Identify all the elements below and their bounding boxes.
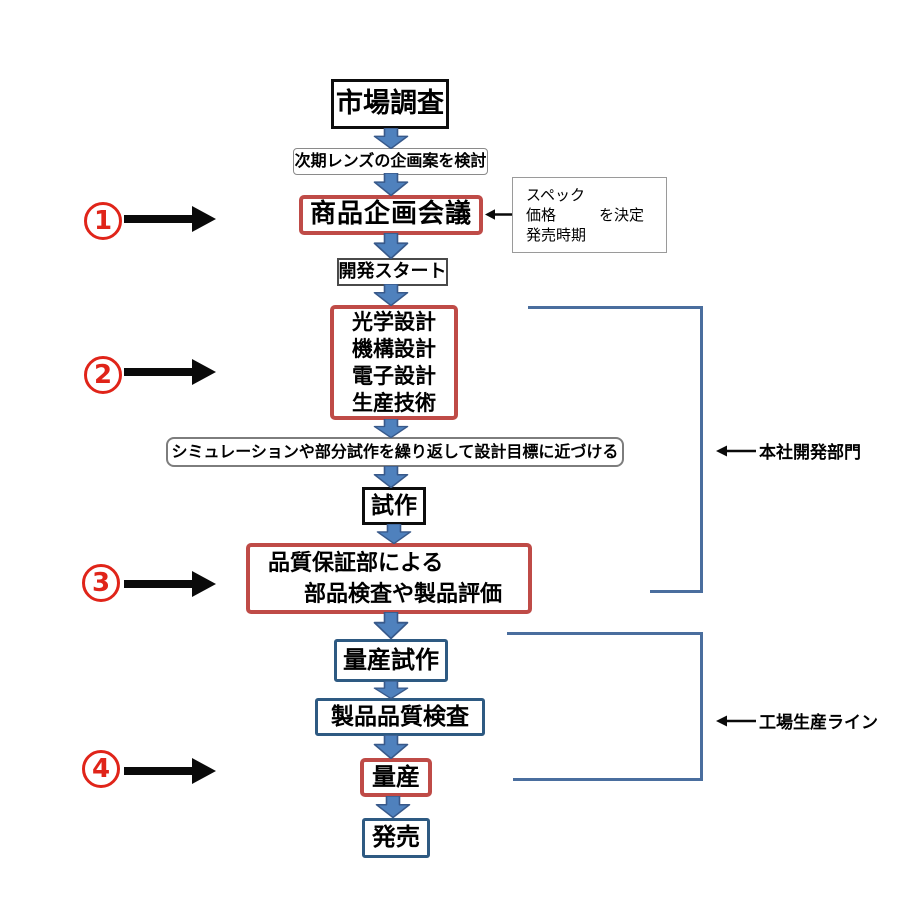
spec-note-action: を決定 — [598, 206, 644, 224]
spec-note-pointer-arrow-icon — [485, 209, 512, 220]
flow-arrow-icon — [373, 735, 409, 759]
flow-arrow-icon — [376, 524, 412, 544]
flow-arrow-icon — [373, 128, 409, 149]
marker-number-4: 4 — [91, 754, 111, 784]
node-dev-start: 開発スタート — [337, 258, 448, 286]
node-plan-note: 次期レンズの企画案を検討 — [293, 148, 488, 175]
marker-number-2: 2 — [93, 360, 113, 390]
flow-arrow-icon — [373, 173, 409, 196]
side-label-factory: 工場生産ライン — [716, 708, 878, 733]
bracket-factory-line — [507, 632, 703, 781]
node-quality-check: 製品品質検査 — [315, 698, 485, 736]
marker-number-3: 3 — [91, 568, 111, 598]
spec-note-line3: 発売時期 — [526, 226, 587, 244]
design-line-electronic: 電子設計 — [352, 363, 436, 388]
node-prototype-label: 試作 — [371, 492, 417, 519]
flow-arrow-icon — [373, 466, 409, 488]
node-qa-text: 品質保証部による 部品検査や製品評価 — [250, 548, 528, 610]
node-planning-meeting: 商品企画会議 — [299, 195, 483, 235]
node-prototype: 試作 — [362, 487, 426, 525]
node-qa: 品質保証部による 部品検査や製品評価 — [246, 543, 532, 614]
spec-note-item: 価格 — [526, 206, 557, 224]
marker-arrow-icon-1 — [124, 206, 216, 232]
design-line-mechanical: 機構設計 — [352, 336, 436, 361]
node-design: 光学設計 機構設計 電子設計 生産技術 — [330, 305, 458, 420]
flow-arrow-icon — [373, 419, 409, 438]
marker-arrow-icon-2 — [124, 359, 216, 385]
qa-line1: 品質保証部による — [268, 550, 444, 576]
marker-arrow-icon-3 — [124, 571, 216, 597]
node-market-research-label: 市場調査 — [336, 88, 444, 120]
bracket-hq-development — [528, 306, 703, 593]
flow-arrow-icon — [375, 796, 411, 818]
node-simulation-note-label: シミュレーションや部分試作を繰り返して設計目標に近づける — [171, 441, 619, 461]
bracket-hq-development-foot — [650, 590, 703, 593]
design-line-optical: 光学設計 — [352, 309, 436, 334]
spec-note-line2: 価格 を決定 — [526, 205, 656, 225]
marker-circle-4: 4 — [82, 750, 120, 788]
marker-arrow-icon-4 — [124, 758, 216, 784]
marker-circle-2: 2 — [84, 356, 122, 394]
marker-number-1: 1 — [93, 206, 113, 236]
side-label-hq: 本社開発部門 — [716, 438, 861, 463]
side-label-factory-text: 工場生産ライン — [759, 713, 878, 733]
node-market-research: 市場調査 — [331, 79, 449, 129]
left-arrow-icon — [716, 715, 756, 726]
left-arrow-icon — [716, 445, 756, 456]
node-dev-start-label: 開発スタート — [338, 260, 447, 282]
side-label-hq-text: 本社開発部門 — [759, 443, 861, 463]
marker-circle-3: 3 — [82, 564, 120, 602]
node-mass-production-label: 量産 — [372, 762, 420, 791]
flow-arrow-icon — [373, 233, 409, 259]
flow-arrow-icon — [373, 612, 409, 639]
node-mass-trial: 量産試作 — [334, 639, 448, 682]
node-mass-trial-label: 量産試作 — [343, 645, 439, 674]
node-mass-production: 量産 — [360, 758, 432, 797]
design-line-production: 生産技術 — [352, 390, 436, 415]
node-release-label: 発売 — [372, 823, 420, 852]
spec-note-line1: スペック — [526, 186, 585, 204]
node-release: 発売 — [362, 818, 430, 858]
node-plan-note-label: 次期レンズの企画案を検討 — [294, 151, 487, 171]
spec-note-box: スペック 価格 を決定 発売時期 — [512, 177, 667, 253]
flow-arrow-icon — [373, 681, 409, 699]
marker-circle-1: 1 — [84, 202, 122, 240]
flow-arrow-icon — [373, 284, 409, 306]
node-quality-check-label: 製品品質検査 — [331, 703, 469, 730]
qa-line2: 部品検査や製品評価 — [304, 581, 503, 607]
node-simulation-note: シミュレーションや部分試作を繰り返して設計目標に近づける — [166, 437, 624, 467]
node-planning-meeting-label: 商品企画会議 — [309, 199, 472, 230]
bracket-factory-line-foot — [513, 778, 703, 781]
